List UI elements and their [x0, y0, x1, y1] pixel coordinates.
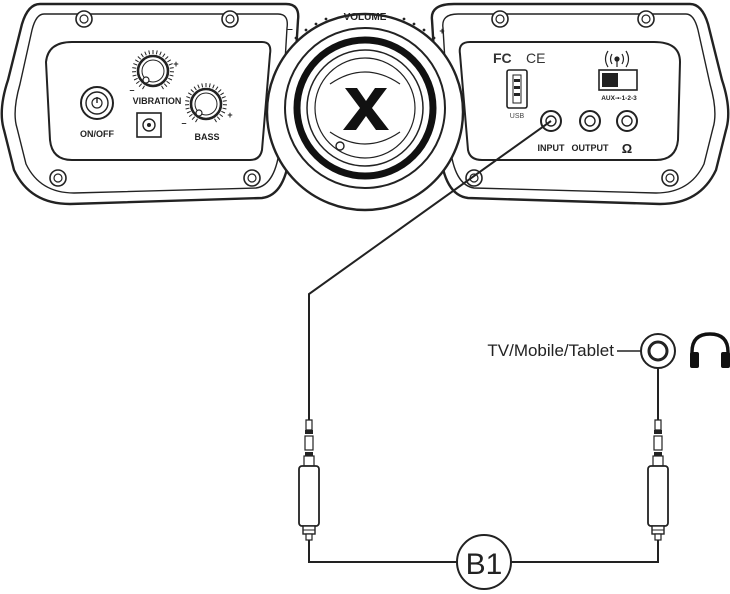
vibration-knob[interactable] [131, 50, 175, 90]
knob-tick [159, 51, 162, 56]
logo-x-icon [343, 88, 389, 130]
volume-label: VOLUME [344, 12, 387, 23]
bass-knob[interactable] [184, 83, 228, 123]
headphone-jack-label: Ω [622, 141, 632, 156]
screw-icon [49, 169, 67, 187]
power-button[interactable] [80, 86, 114, 120]
knob-tick [187, 92, 192, 96]
output-jack[interactable] [579, 110, 601, 132]
knob-tick [214, 118, 217, 123]
input-label: INPUT [538, 143, 566, 153]
knob-tick [193, 86, 197, 91]
power-label: ON/OFF [80, 129, 114, 139]
headphone-jack[interactable] [616, 110, 638, 132]
bass-plus-label: + [227, 110, 232, 120]
knob-tick [186, 96, 191, 99]
usb-label: USB [510, 113, 525, 120]
mode-selector-switch[interactable] [598, 69, 638, 91]
knob-tick [162, 53, 166, 58]
knob-tick [138, 83, 143, 88]
bass-minus-label: – [181, 118, 186, 128]
knob-tick [191, 116, 196, 121]
knob-tick [167, 59, 172, 63]
knob-tick [222, 100, 227, 102]
screw-icon [637, 10, 655, 28]
source-device-label: TV/Mobile/Tablet [487, 341, 614, 360]
knob-tick [133, 77, 138, 81]
knob-tick [197, 84, 200, 89]
knob-tick [217, 89, 222, 93]
knob-tick [169, 74, 174, 77]
audio-jack-icon [647, 419, 669, 541]
knob-tick [208, 83, 211, 88]
knob-tick [185, 107, 190, 110]
device: VOLUME – + ON/OFF – + VI [0, 2, 730, 212]
knob-tick [220, 92, 225, 96]
dc-input-jack [136, 112, 162, 138]
power-icon [91, 97, 103, 109]
knob-tick [169, 67, 174, 69]
knob-tick [132, 74, 137, 77]
knob-tick [155, 50, 158, 55]
knob-tick [164, 56, 169, 60]
ce-mark: CE [526, 50, 545, 66]
knob-tick [135, 80, 140, 85]
right-wing-inner [442, 13, 716, 194]
vibration-plus-label: + [173, 59, 178, 69]
screw-icon [661, 169, 679, 187]
cable-wire-input [308, 120, 552, 420]
vibration-label: VIBRATION [133, 96, 182, 106]
knob-tick [132, 67, 137, 69]
fc-mark: FC [493, 50, 512, 66]
audio-jack-icon [298, 419, 320, 541]
knob-tick [163, 83, 168, 88]
knob-tick [188, 113, 193, 118]
knob-tick [216, 116, 221, 121]
screw-icon [491, 10, 509, 28]
knob-tick [134, 59, 139, 63]
screw-icon [243, 169, 261, 187]
volume-hub: VOLUME – + [265, 12, 465, 212]
knob-tick [219, 113, 224, 118]
screw-icon [221, 10, 239, 28]
knob-tick [142, 85, 145, 90]
knob-tick [185, 100, 190, 102]
mode-selector-label: AUX-•-1-2-3 [601, 95, 637, 102]
cable-label-badge: B1 [456, 534, 512, 590]
bass-label: BASS [194, 132, 219, 142]
knob-tick [137, 56, 142, 60]
screw-icon [75, 10, 93, 28]
knob-tick [140, 53, 144, 58]
knob-tick [133, 63, 138, 66]
knob-tick [195, 118, 198, 123]
knob-tick [186, 110, 191, 114]
knob-tick [212, 84, 215, 89]
wireless-icon [604, 50, 630, 68]
volume-scale-dots [294, 17, 436, 40]
knob-tick [222, 107, 227, 110]
knob-tick [168, 63, 173, 66]
knob-tick [144, 51, 147, 56]
volume-plus-label: + [439, 26, 444, 36]
left-panel-plate [44, 41, 272, 161]
usb-port[interactable] [506, 69, 528, 109]
headphones-icon [690, 332, 730, 368]
knob-tick [221, 110, 226, 114]
knob-tick [148, 50, 151, 55]
knob-tick [168, 77, 173, 81]
vibration-minus-label: – [129, 85, 134, 95]
knob-tick [190, 89, 195, 93]
volume-minus-label: – [287, 24, 293, 35]
knob-tick [215, 86, 219, 91]
knob-tick [161, 85, 164, 90]
volume-indicator-dot [335, 141, 345, 151]
left-wing-inner [14, 13, 288, 194]
output-label: OUTPUT [572, 143, 610, 153]
knob-tick [166, 80, 171, 85]
knob-tick [201, 83, 204, 88]
cable-label: B1 [466, 548, 503, 581]
source-jack-icon [640, 333, 676, 369]
knob-tick [221, 96, 226, 99]
